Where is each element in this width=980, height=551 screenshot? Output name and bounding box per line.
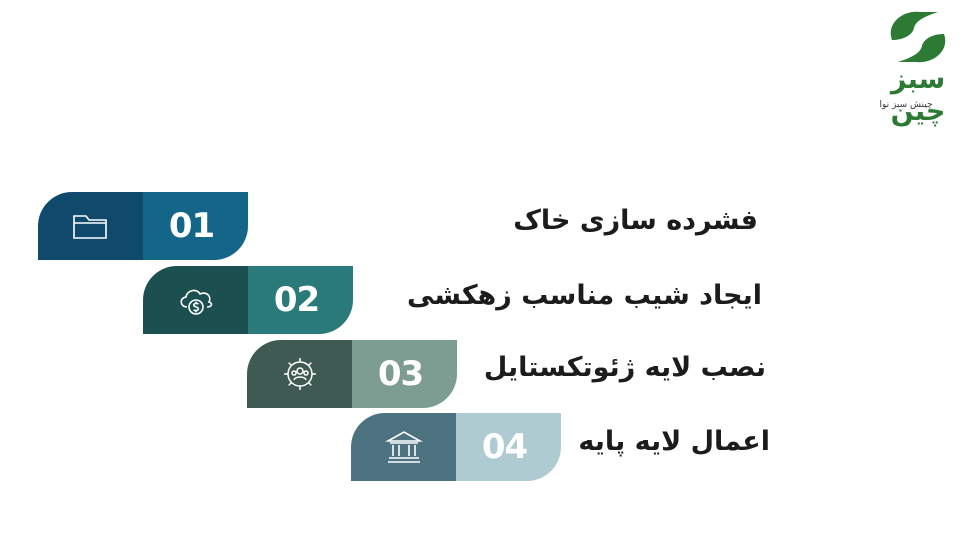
step-2-icon-block [143,266,248,334]
brand-tagline: چینش سبز نوا [879,100,933,110]
step-1-number: 01 [168,206,215,246]
step-3-number-block: 03 [352,340,457,408]
step-2-number: 02 [273,280,320,320]
brand-logo: سبز چین چینش سبز نوا [868,6,968,127]
step-4-number: 04 [481,427,528,467]
step-3-number: 03 [377,354,424,394]
step-2-label: ایجاد شیب مناسب زهکشی [407,280,762,311]
step-1-number-block: 01 [143,192,248,260]
step-1: 01 [38,192,248,260]
step-4: 04 [351,413,561,481]
step-2: 02 [143,266,353,334]
step-4-label: اعمال لایه پایه [578,426,770,457]
step-4-number-block: 04 [456,413,561,481]
folder-icon [72,215,107,239]
step-3-label: نصب لایه ژئوتکستایل [483,352,766,383]
step-1-label: فشرده سازی خاک [513,205,758,236]
bank-icon [384,431,423,463]
step-2-number-block: 02 [248,266,353,334]
brand-name: سبز چین [890,64,946,127]
gear-people-icon [283,358,316,390]
cloud-dollar-icon [179,289,212,315]
step-3: 03 [247,340,457,408]
brand-leaf-icon [890,11,946,63]
step-1-icon-block [38,192,143,260]
step-4-icon-block [351,413,456,481]
step-3-icon-block [247,340,352,408]
